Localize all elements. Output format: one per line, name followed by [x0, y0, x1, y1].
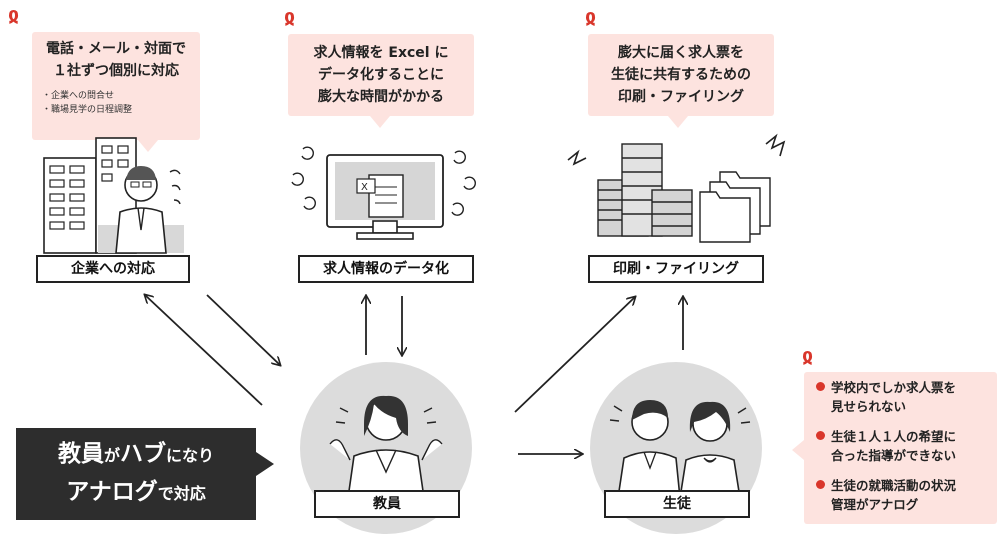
- company-bullet2: ・職場見学の日程調整: [42, 105, 133, 115]
- company-building-illustration: [43, 137, 184, 254]
- data-bubble-line1: 求人情報を Excel に: [313, 45, 449, 61]
- svg-text:X: X: [361, 182, 368, 193]
- student-issues-bubble: [804, 372, 997, 524]
- arrow-teacher-to-printing: [514, 297, 635, 413]
- data-bubble-tail: [370, 116, 390, 128]
- data-bubble-line2: データ化することに: [318, 67, 444, 83]
- company-bubble-tail: [138, 140, 158, 152]
- printing-bubble-tail: [668, 116, 688, 128]
- spiral-worry-icon: ჲ: [8, 2, 20, 26]
- arrow-teacher-to-company: [145, 295, 263, 406]
- bullet-dot: [816, 382, 825, 391]
- monitor-excel-illustration: X: [291, 146, 476, 240]
- company-bubble-line1: 電話・メール・対面で: [46, 41, 186, 57]
- paper-stacks-folders-illustration: [567, 133, 786, 243]
- bullet-dot: [816, 480, 825, 489]
- company-label: 企業への対応: [36, 255, 190, 283]
- hub-callout-tail: [256, 452, 274, 476]
- student-issues-tail: [792, 440, 804, 460]
- printing-speech-bubble: [588, 34, 774, 116]
- students-illustration: [609, 400, 751, 498]
- bullet-dot: [816, 431, 825, 440]
- arrow-company-to-teacher: [206, 294, 280, 365]
- hub-line2: アナログで対応: [66, 479, 206, 505]
- company-bubble-line2: １社ずつ個別に対応: [53, 63, 179, 79]
- data-speech-bubble: [288, 34, 474, 116]
- spiral-worry-icon: ჲ: [284, 4, 296, 28]
- data-bubble-line3: 膨大な時間がかかる: [318, 89, 444, 105]
- hub-callout: [16, 428, 256, 520]
- printing-bubble-line1: 膨大に届く求人票を: [618, 45, 744, 61]
- issue-item-1: 学校内でしか求人票を 見せられない: [816, 378, 956, 416]
- issue-item-2: 生徒１人１人の希望に 合った指導ができない: [816, 427, 956, 465]
- teacher-illustration: [329, 395, 443, 498]
- printing-label: 印刷・ファイリング: [588, 255, 764, 283]
- hub-line1: 教員がハブになり: [57, 441, 215, 467]
- spiral-worry-icon: ჲ: [585, 4, 597, 28]
- data-label: 求人情報のデータ化: [298, 255, 474, 283]
- teacher-label: 教員: [314, 490, 460, 518]
- printing-bubble-line3: 印刷・ファイリング: [618, 89, 744, 105]
- issue-item-3: 生徒の就職活動の状況 管理がアナログ: [816, 476, 956, 514]
- spiral-worry-icon: ჲ: [802, 343, 814, 367]
- company-speech-bubble: [32, 32, 200, 140]
- printing-bubble-line2: 生徒に共有するための: [611, 67, 751, 83]
- company-bullet1: ・企業への問合せ: [42, 91, 115, 101]
- students-label: 生徒: [604, 490, 750, 518]
